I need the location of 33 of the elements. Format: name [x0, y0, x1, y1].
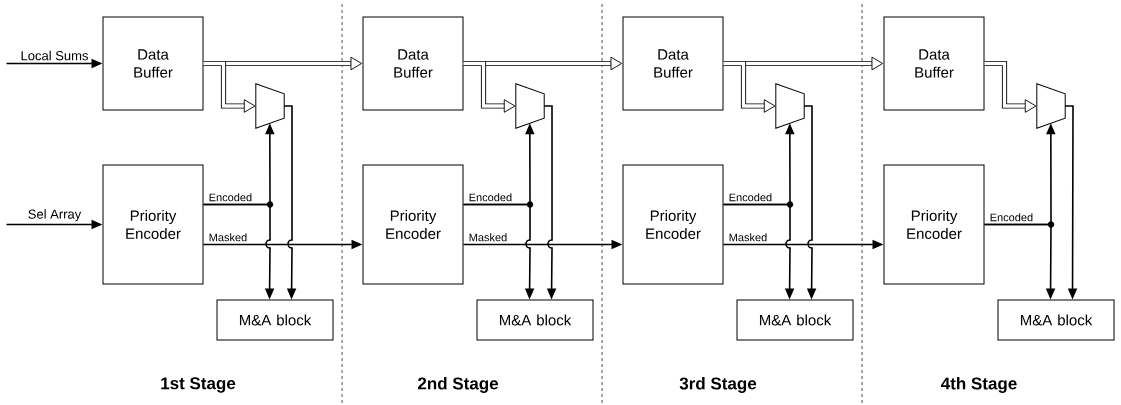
buffer-box: Data Buffer [102, 16, 204, 111]
edge-label: Encoded [727, 192, 774, 203]
arrow [984, 60, 1037, 113]
arrow [723, 60, 776, 113]
stage-label: 2nd Stage [418, 377, 499, 393]
multiplexer [515, 83, 545, 129]
buffer-box: Data Buffer [883, 16, 985, 111]
edge-label: Masked [467, 232, 509, 243]
encoder-box: Priority Encoder [883, 164, 985, 285]
encoder-box: Priority Encoder [102, 164, 204, 285]
edge-label: Masked [207, 232, 249, 243]
buffer-box: Data Buffer [362, 16, 464, 111]
block-box: M&A block [216, 299, 334, 341]
edge-label: Encoded [207, 192, 254, 203]
multiplexer [775, 83, 805, 129]
encoder-box: Priority Encoder [362, 164, 464, 285]
arrow [463, 60, 516, 113]
buffer-box: Data Buffer [622, 16, 724, 111]
multiplexer [255, 83, 285, 129]
block-box: M&A block [736, 299, 854, 341]
block-box: M&A block [997, 299, 1115, 341]
edge-label: Local Sums [19, 49, 90, 62]
stage-label: 3rd Stage [679, 377, 757, 393]
edge-label: Masked [727, 232, 769, 243]
edge-label: Sel Array [26, 208, 83, 223]
edge-label: Encoded [988, 212, 1035, 223]
edge-label: Encoded [467, 192, 514, 203]
encoder-box: Priority Encoder [622, 164, 724, 285]
block-box: M&A block [476, 299, 594, 341]
stage-label: 4th Stage [941, 377, 1017, 393]
arrow [203, 60, 256, 113]
stage-label: 1st Stage [161, 377, 236, 393]
multiplexer [1036, 83, 1066, 129]
